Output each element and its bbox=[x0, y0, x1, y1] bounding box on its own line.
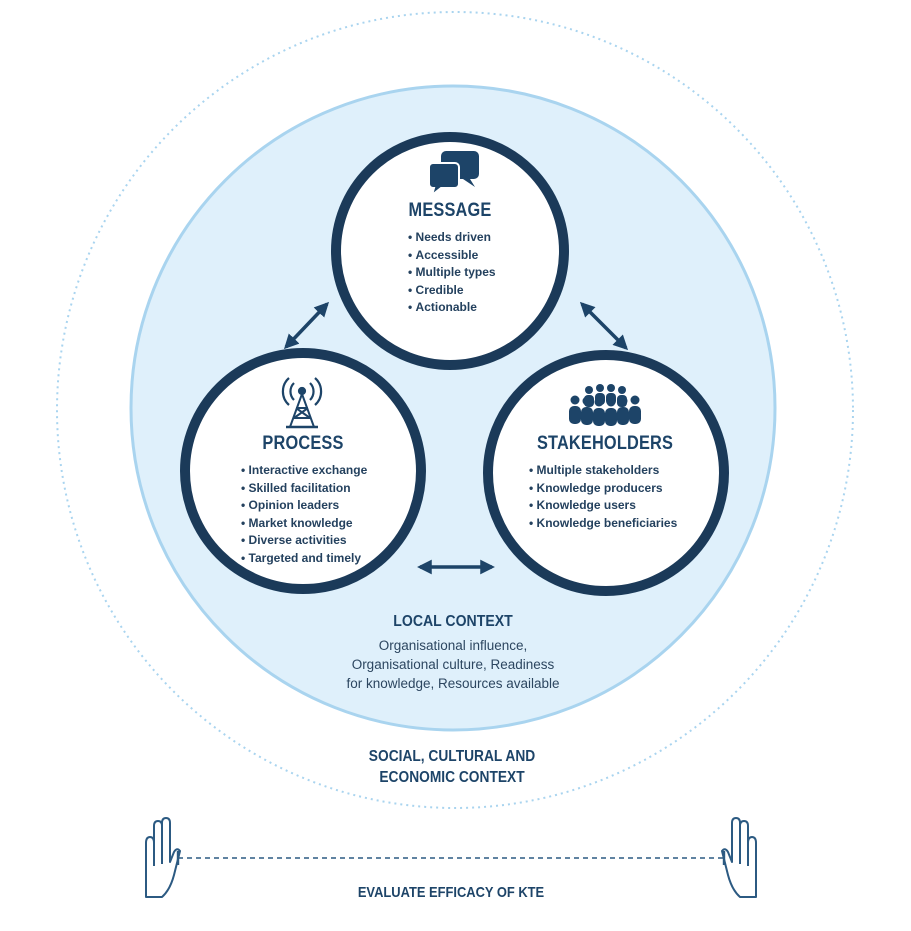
local-context-description: Organisational influence, Organisational… bbox=[303, 636, 603, 693]
broadcast-tower-icon bbox=[281, 377, 323, 429]
process-item: Market knowledge bbox=[241, 515, 367, 533]
stakeholders-item: Knowledge producers bbox=[529, 480, 677, 498]
process-list: Interactive exchange Skilled facilitatio… bbox=[241, 462, 368, 568]
message-item: Credible bbox=[408, 282, 496, 300]
process-item: Diverse activities bbox=[241, 532, 367, 550]
local-context-line: Organisational influence, bbox=[378, 638, 528, 653]
process-item: Interactive exchange bbox=[241, 462, 368, 480]
message-item: Accessible bbox=[408, 247, 496, 265]
process-item: Opinion leaders bbox=[241, 497, 367, 515]
process-title: PROCESS bbox=[262, 433, 344, 454]
stakeholders-list: Multiple stakeholders Knowledge producer… bbox=[529, 462, 678, 533]
process-item: Targeted and timely bbox=[241, 550, 367, 568]
message-list: Needs driven Accessible Multiple types C… bbox=[408, 229, 496, 317]
group-of-people-icon bbox=[569, 384, 641, 426]
local-context-line: for knowledge, Resources available bbox=[346, 676, 560, 691]
raised-hand-icon-left bbox=[145, 817, 181, 898]
message-item: Multiple types bbox=[408, 264, 496, 282]
raised-hand-icon-right bbox=[721, 817, 757, 898]
process-item: Skilled facilitation bbox=[241, 480, 367, 498]
outer-context-label: SOCIAL, CULTURAL AND ECONOMIC CONTEXT bbox=[345, 746, 560, 788]
stakeholders-title: STAKEHOLDERS bbox=[536, 433, 674, 454]
local-context-title: LOCAL CONTEXT bbox=[393, 613, 513, 630]
evaluate-label: EVALUATE EFFICACY OF KTE bbox=[357, 884, 545, 901]
outer-context-dotted-circle bbox=[56, 11, 854, 809]
stakeholders-item: Multiple stakeholders bbox=[529, 462, 677, 480]
message-title: MESSAGE bbox=[408, 200, 492, 221]
message-item: Actionable bbox=[408, 299, 496, 317]
outer-context-line: ECONOMIC CONTEXT bbox=[379, 769, 525, 786]
arrow-process-message bbox=[283, 301, 330, 350]
message-item: Needs driven bbox=[408, 229, 496, 247]
outer-context-line: SOCIAL, CULTURAL AND bbox=[368, 748, 536, 765]
stakeholders-item: Knowledge users bbox=[529, 497, 677, 515]
arrow-message-stakeholders bbox=[579, 301, 629, 351]
stakeholders-item: Knowledge beneficiaries bbox=[529, 515, 678, 533]
local-context-line: Organisational culture, Readiness bbox=[351, 657, 555, 672]
speech-bubbles-icon bbox=[428, 151, 479, 198]
